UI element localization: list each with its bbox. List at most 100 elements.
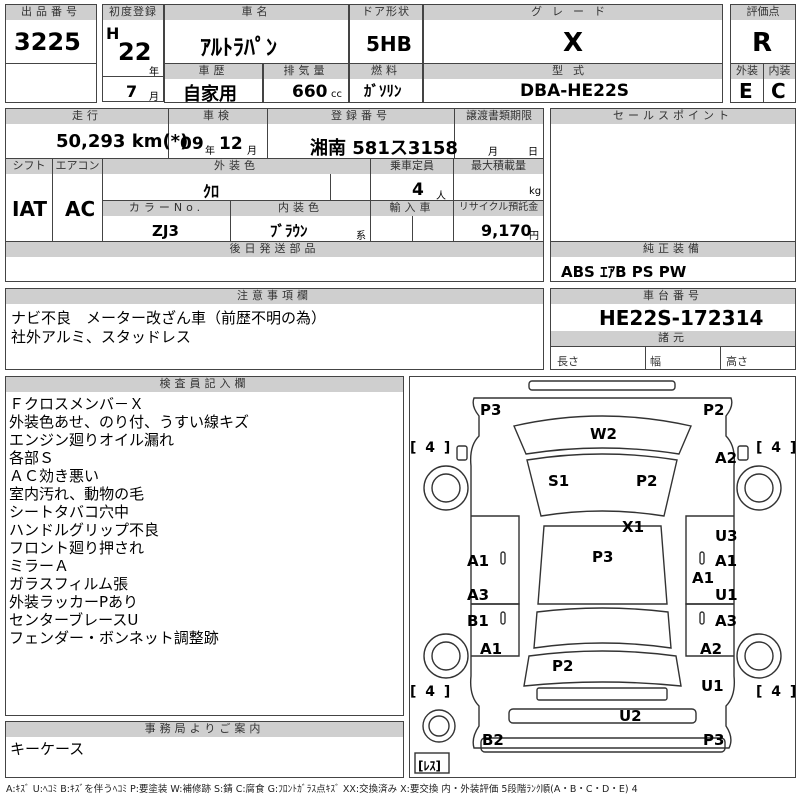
damage-mark: U1	[715, 586, 738, 604]
mileage: 50,293 km(*)	[56, 131, 189, 152]
car-name-header: 車名	[165, 5, 348, 20]
damage-mark: S1	[548, 472, 570, 490]
divider	[103, 76, 163, 77]
displacement-cell	[263, 63, 349, 103]
lot-number: 3225	[14, 28, 81, 56]
ac-header: エアコン	[53, 159, 102, 174]
damage-mark: U1	[701, 677, 724, 695]
max-load-header: 最大積載量	[454, 159, 543, 174]
damage-mark: B2	[482, 731, 504, 749]
model-code-header: 型式	[424, 64, 722, 79]
caution-note: 社外アルミ、スタッドレス	[11, 328, 191, 346]
history: 自家用	[183, 84, 237, 105]
history-header: 車歴	[165, 64, 262, 79]
divider	[720, 346, 721, 369]
later-parts-header: 後日発送部品	[6, 242, 543, 257]
ext-color-header: 外装色	[103, 159, 370, 174]
divider	[645, 346, 646, 369]
import-header: 輸入車	[371, 201, 453, 216]
office-note: キーケース	[10, 740, 85, 758]
damage-mark: A1	[715, 552, 738, 570]
recycle-unit: 円	[529, 231, 539, 242]
sales-points-box	[550, 108, 796, 282]
inspector-notes: Ｆクロスメンバ－Ｘ 外装色あせ、のり付、うすい線キズ エンジン廻りオイル漏れ 各…	[9, 395, 249, 647]
inspector-note: 各部Ｓ	[9, 449, 55, 467]
damage-mark: X1	[622, 518, 645, 536]
model-code-cell	[423, 63, 723, 103]
displacement-header: 排気量	[264, 64, 348, 79]
divider	[267, 109, 268, 158]
inspector-note: 外装色あせ、のり付、うすい線キズ	[9, 413, 250, 431]
capacity: 4	[412, 180, 424, 200]
displacement-unit: cc	[331, 89, 342, 100]
damage-mark: P2	[636, 472, 658, 490]
genuine-equip: ABS ｴｱB PS PW	[561, 263, 687, 281]
shaken-year-unit: 年	[205, 146, 215, 157]
sales-points-header: セールスポイント	[551, 109, 795, 124]
tire-grade-fl: [ 4 ]	[410, 440, 453, 456]
car-diagram	[414, 380, 782, 774]
genuine-equip-header: 純正装備	[551, 242, 795, 257]
car-name: ｱﾙﾄﾗﾊﾟﾝ	[200, 36, 278, 61]
lot-number-header: 出品番号	[6, 5, 96, 20]
reg-month-unit: 月	[149, 92, 159, 103]
era: H	[106, 24, 120, 43]
tire-grade-fr: [ 4 ]	[756, 440, 799, 456]
divider	[230, 201, 231, 241]
inspector-note: フロント廻り押され	[9, 539, 145, 557]
shift: IAT	[12, 197, 48, 221]
damage-legend: A:ｷｽﾞ U:ﾍｺﾐ B:ｷｽﾞを伴うﾍｺﾐ P:要塗装 W:補修跡 S:錆 …	[6, 784, 638, 795]
details-table	[5, 108, 544, 282]
transfer-day: 日	[528, 147, 538, 158]
divider	[330, 174, 331, 200]
int-color-suffix: 系	[356, 231, 366, 242]
ext-color: ｸﾛ	[203, 182, 220, 201]
length-label: 長さ	[557, 355, 579, 368]
damage-mark: P3	[592, 548, 614, 566]
caution-note: ナビ不良 メーター改ざん車（前歴不明の為）	[11, 309, 327, 327]
damage-mark: A3	[715, 612, 738, 630]
chassis-header: 車台番号	[551, 289, 795, 304]
spare-tire-label: [ﾚｽ]	[418, 759, 441, 773]
inspector-note: シートタバコ穴中	[9, 503, 130, 521]
int-color: ﾌﾞﾗｳﾝ	[270, 222, 308, 240]
damage-mark: A1	[692, 569, 715, 587]
office-box	[5, 721, 404, 778]
shaken-month-unit: 月	[247, 146, 257, 157]
damage-mark: W2	[590, 425, 617, 443]
divider	[6, 158, 543, 159]
inspector-note: エンジン廻りオイル漏れ	[9, 431, 175, 449]
transfer-header: 譲渡書類期限	[455, 109, 543, 124]
door-type: 5HB	[366, 32, 412, 56]
color-no-header: カラーNo.	[103, 201, 230, 216]
color-no: ZJ3	[152, 222, 179, 240]
plate-header: 登録番号	[268, 109, 454, 124]
divider	[454, 109, 455, 158]
height-label: 高さ	[726, 355, 748, 368]
damage-mark: U2	[619, 707, 642, 725]
capacity-unit: 人	[436, 191, 446, 202]
first-reg-cell	[102, 4, 164, 102]
damage-mark: B1	[467, 612, 489, 630]
damage-mark: P2	[703, 401, 725, 419]
capacity-header: 乗車定員	[371, 159, 453, 174]
score: R	[752, 28, 773, 58]
damage-mark: A2	[715, 449, 738, 467]
exterior-header: 外装	[731, 64, 763, 79]
reg-month: 7	[126, 82, 138, 101]
recycle-fee: 9,170	[481, 221, 532, 240]
inspector-note: 室内汚れ、動物の毛	[9, 485, 145, 503]
chassis-number: HE22S-172314	[599, 306, 764, 330]
lot-number-lower	[5, 63, 97, 103]
specs-header: 諸元	[551, 331, 795, 346]
caution-header: 注意事項欄	[6, 289, 543, 304]
interior-header: 内装	[764, 64, 795, 79]
divider	[102, 159, 103, 241]
damage-mark: P3	[703, 731, 725, 749]
fuel-header: 燃料	[350, 64, 422, 79]
first-reg-header: 初度登録	[103, 5, 163, 20]
transfer-month: 月	[488, 147, 498, 158]
divider	[52, 159, 53, 241]
model-code: DBA-HE22S	[520, 81, 630, 101]
exterior-score: E	[739, 79, 753, 103]
